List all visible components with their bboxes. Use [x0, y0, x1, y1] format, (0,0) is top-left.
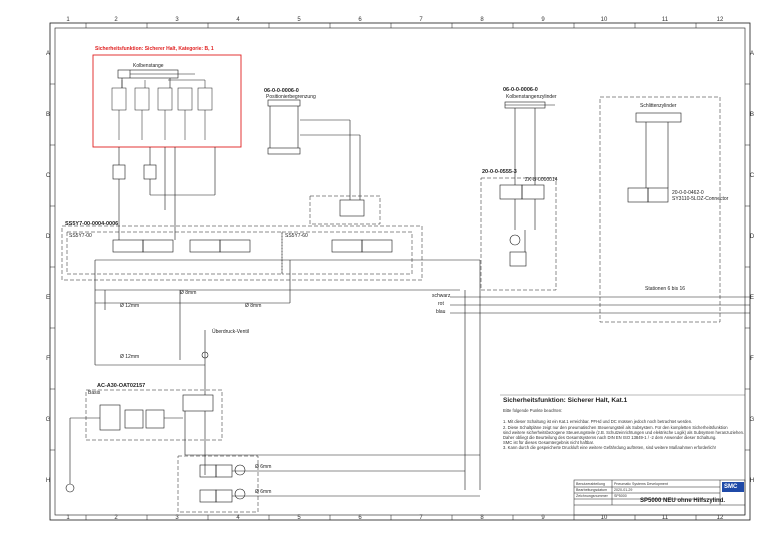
dashed-boundaries [61, 96, 721, 513]
frl-code: AC-A30-OAT02157 [97, 383, 146, 389]
drawing-title: SP5000 NEU ohne Hilfszylind. [640, 498, 726, 504]
grid-col-4-bottom: 4 [236, 515, 240, 521]
kolbenstange-cylinder [117, 69, 195, 88]
wire-label-blue: blau [436, 309, 446, 315]
grid-col-12: 12 [716, 17, 724, 23]
grid-row-h: H [45, 478, 51, 484]
grid-row-e-right: E [749, 295, 754, 301]
grid-row-f-right: F [750, 356, 754, 362]
notes-intro: Bitte folgende Punkte beachten: [503, 408, 563, 413]
grid-col-7: 7 [419, 17, 423, 23]
tb-row2-label: Bearbeitungsdatum [576, 488, 608, 492]
grid-col-4: 4 [236, 17, 240, 23]
notes-item-3: 3. Kann durch die gespeicherte Druckluft… [503, 445, 716, 450]
outer-frame [49, 22, 751, 521]
grid-col-3-bottom: 3 [175, 515, 179, 521]
manifold-1: SS5Y7-00-0004-0006 [65, 221, 119, 227]
cyl-right-label: Schlittenzylinder [640, 103, 677, 109]
tb-row3-value: SP5000 [614, 494, 627, 498]
tb-row3-label: Zeichnungsnummer [576, 494, 608, 498]
grid-col-1: 1 [66, 17, 70, 23]
frl-sub: Basis [88, 390, 101, 396]
valve-far-right-code: 20-0-0-0462-0 [672, 190, 704, 196]
notes-title: Sicherheitsfunktion: Sicherer Halt, Kat.… [503, 397, 628, 404]
grid-row-g-right: G [749, 417, 755, 423]
grid-row-a: A [45, 51, 50, 57]
tube-6mm-label: Ø 6mm [255, 464, 272, 470]
notes-item-2c: Daher obliegt die Beurteilung des Gesamt… [503, 435, 717, 440]
pressure-switch-label: Überdruck-Ventil [212, 329, 249, 335]
grid-col-1-bottom: 1 [66, 515, 70, 521]
wire-label-red: rot [438, 301, 444, 307]
inner-frame [54, 27, 746, 516]
cyl-mid-label: Kolbenstangenzylinder [506, 94, 557, 100]
grid-col-10-bottom: 10 [600, 515, 608, 521]
grid-row-c-right: C [749, 173, 755, 179]
manifold-1-sub: SS5Y7-00 [69, 233, 92, 239]
cyl-left-label: Positionierbegrenzung [266, 94, 316, 100]
grid-row-h-right: H [749, 478, 755, 484]
tb-row1-label: Benutzerabteilung [576, 482, 605, 486]
grid-col-9: 9 [541, 17, 545, 23]
tube-12mm-label: Ø 12mm [120, 303, 140, 309]
notes-item-2d: SMC ist für dieses Gesamtergebnis nicht … [503, 440, 595, 445]
tb-row2-value: 2020-01-29 [614, 488, 633, 492]
grid-col-3: 3 [175, 17, 179, 23]
grid-col-7-bottom: 7 [419, 515, 423, 521]
grid-row-d: D [45, 234, 51, 240]
grid-row-a-right: A [749, 51, 754, 57]
cyl-mid-code: 06-0-0-0006-0 [503, 87, 538, 93]
grid-col-6: 6 [358, 17, 362, 23]
tube-6mm-label-2: Ø 6mm [255, 489, 272, 495]
grid-col-8: 8 [480, 17, 484, 23]
tube-12mm-label-2: Ø 12mm [120, 354, 140, 360]
title-block [573, 479, 746, 516]
grid-col-8-bottom: 8 [480, 515, 484, 521]
grid-col-5: 5 [297, 17, 301, 23]
grid-col-2: 2 [114, 17, 118, 23]
notes-item-1: 1. Mit dieser Schaltung ist ein Kat.1 er… [503, 419, 693, 424]
notes-item-2b: sind weitere sicherheitsbezogene Steueru… [503, 430, 745, 435]
grid-col-9-bottom: 9 [541, 515, 545, 521]
tb-row1-value: Pneumatic Systems Development [614, 482, 668, 486]
valve-block-right-code: 20-0-0-0555-3 [482, 169, 517, 175]
grid-col-6-bottom: 6 [358, 515, 362, 521]
grid-col-5-bottom: 5 [297, 515, 301, 521]
grid-col-2-bottom: 2 [114, 515, 118, 521]
tube-8mm-label-2: Ø 8mm [245, 303, 262, 309]
station-label: Stationen 6 bis 16 [645, 286, 686, 292]
grid-ticks [50, 23, 750, 520]
grid-col-10: 10 [600, 17, 608, 23]
safety-box-title: Sicherheitsfunktion: Sicherer Halt, Kate… [95, 46, 214, 52]
grid-row-b-right: B [749, 112, 754, 118]
grid-row-c: C [45, 173, 51, 179]
grid-row-d-right: D [749, 234, 755, 240]
valve-far-right-sub: SY3110-5LOZ-Connector [672, 196, 729, 202]
grid-row-g: G [45, 417, 51, 423]
notes-item-2: 2. Diese Schaltpläne zeigt nur den pneum… [503, 425, 728, 430]
safety-function-box [92, 54, 242, 148]
wire-label-black: schwarz [432, 293, 451, 299]
safety-valves [111, 79, 213, 140]
kolbenstange-label: Kolbenstange [133, 63, 164, 69]
pneumatic-lines [65, 99, 750, 503]
smc-logo: SMC [724, 484, 738, 490]
grid-col-12-bottom: 12 [716, 515, 724, 521]
cyl-left-code: 06-0-0-0006-0 [264, 88, 299, 94]
valve-block-right-sub: ZK-B-0000014 [525, 177, 558, 183]
grid-row-e: E [45, 295, 50, 301]
manifold-2: SS5Y7-60 [285, 233, 308, 239]
grid-row-b: B [45, 112, 50, 118]
grid-col-11-bottom: 11 [661, 515, 669, 521]
tube-8mm-label: Ø 8mm [180, 290, 197, 296]
grid-col-11: 11 [661, 17, 669, 23]
grid-row-f: F [46, 356, 50, 362]
